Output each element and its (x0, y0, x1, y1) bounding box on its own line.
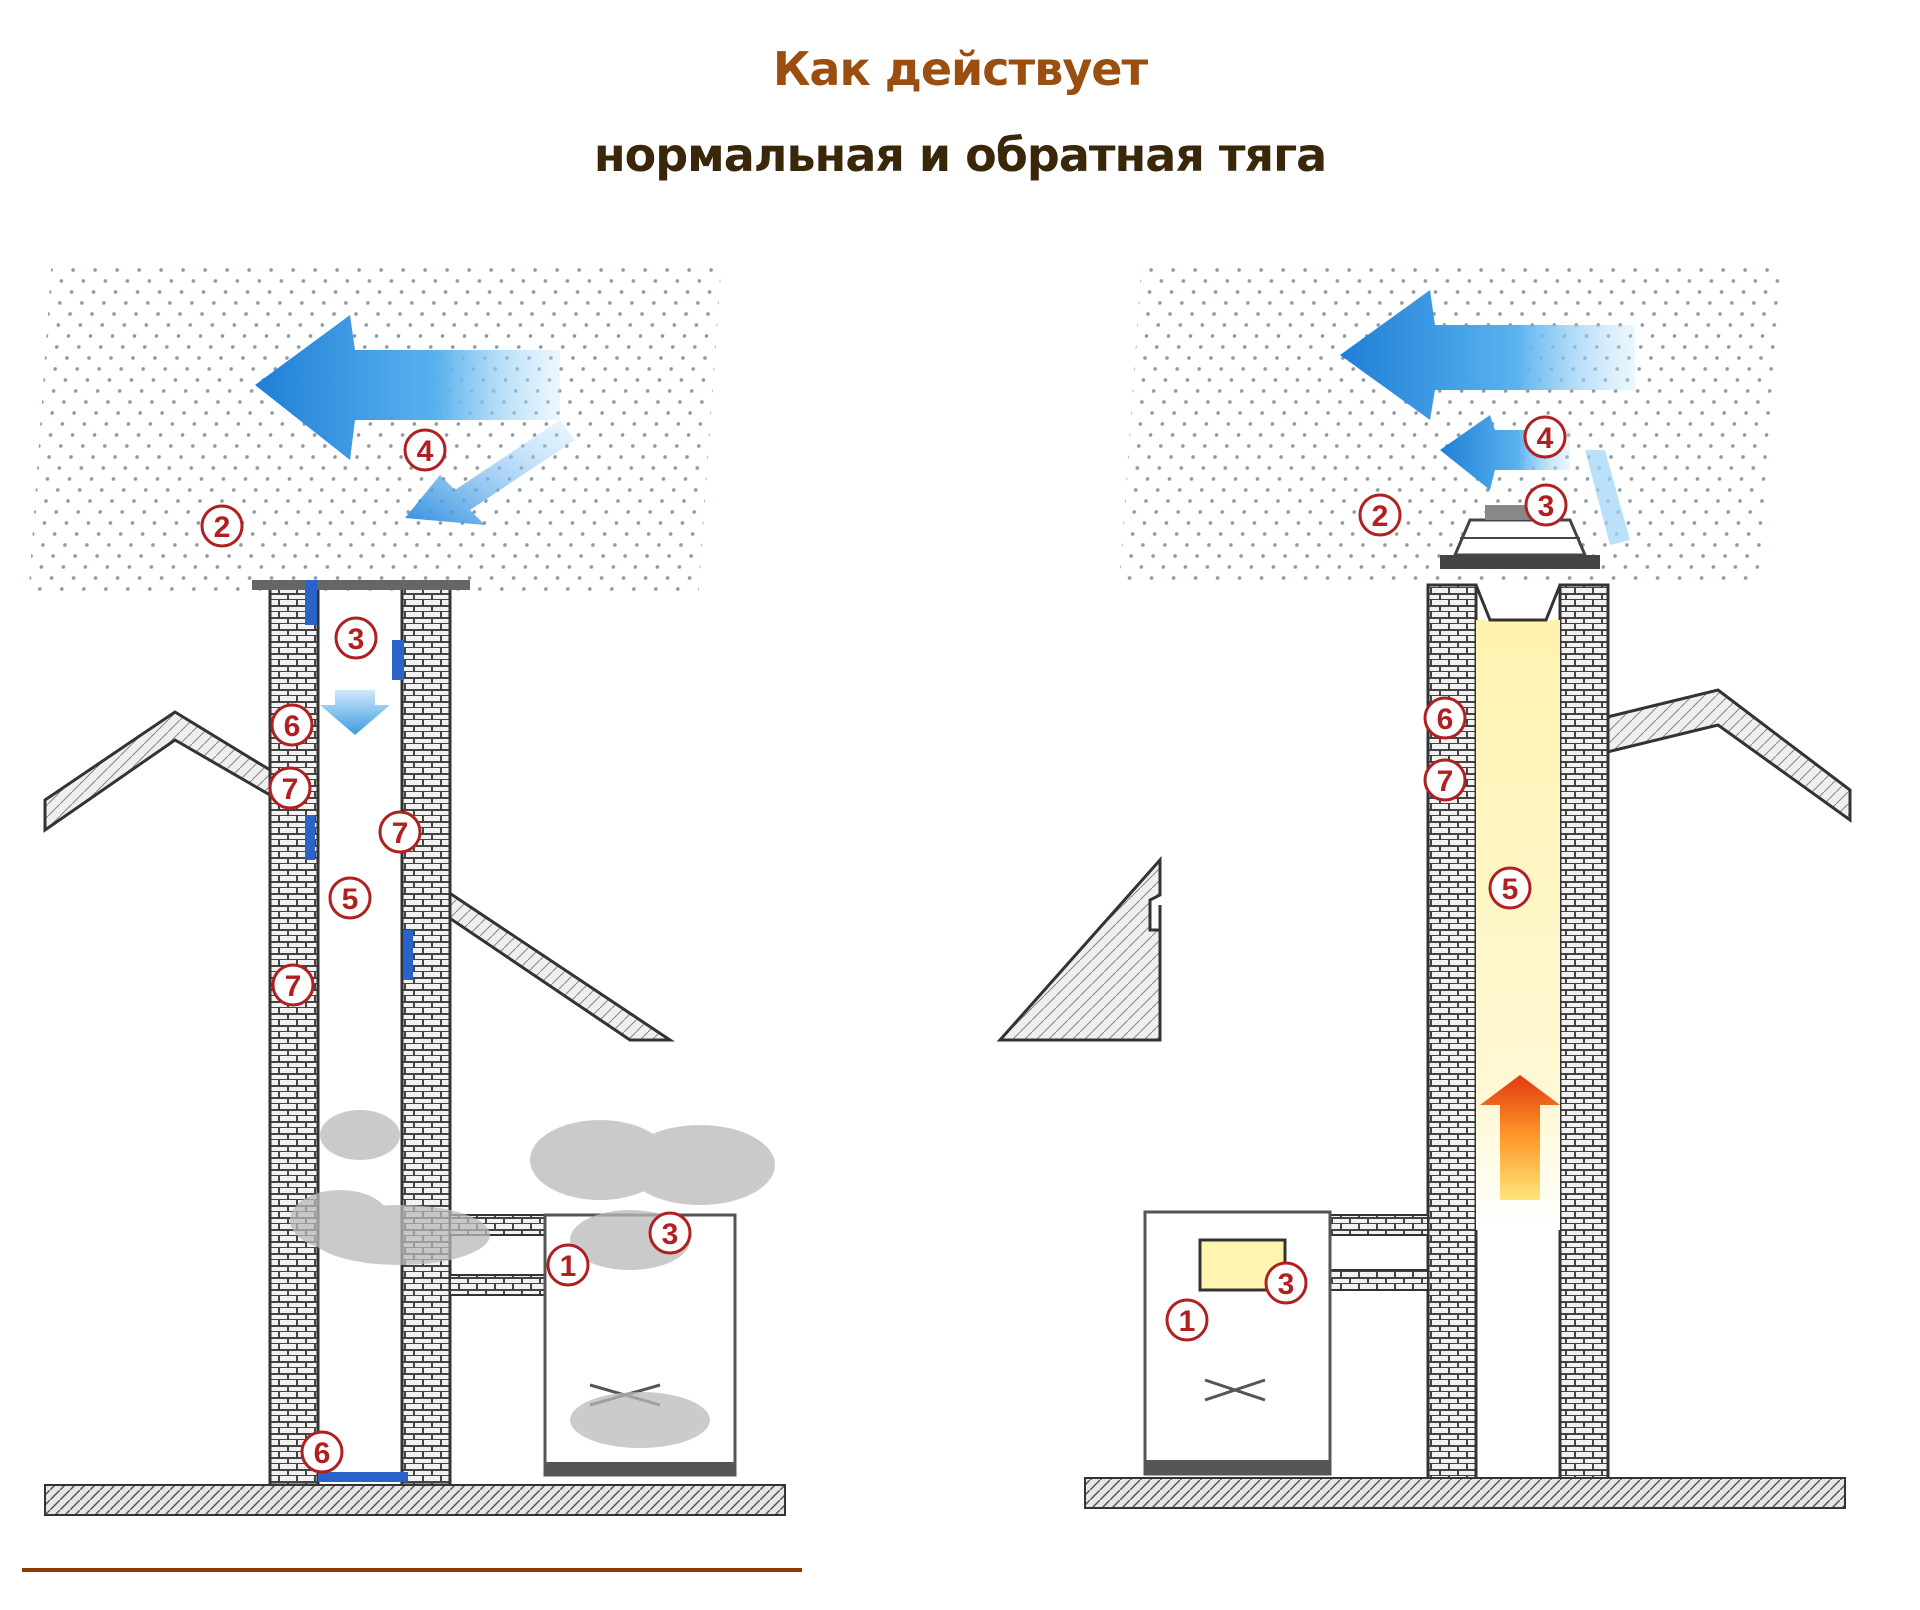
left-wind-arrow-small (405, 420, 575, 525)
marker: 3 (648, 1211, 692, 1255)
marker: 4 (403, 428, 447, 472)
right-stove-grate (1204, 1378, 1266, 1402)
marker: 6 (1423, 696, 1467, 740)
marker: 3 (1524, 483, 1568, 527)
marker: 2 (1358, 493, 1402, 537)
left-deposit (305, 815, 315, 860)
marker: 2 (200, 504, 244, 548)
svg-text:7: 7 (282, 773, 299, 806)
left-underline (22, 1568, 802, 1572)
right-chimney-wall-right (1558, 583, 1610, 1487)
right-updraft-arrow (1480, 1075, 1560, 1200)
marker: 3 (1264, 1261, 1308, 1305)
svg-text:4: 4 (417, 435, 434, 468)
right-diagram: 4 2 3 6 7 5 3 1 (996, 265, 1852, 1509)
diagram-title-line-1: Как действует (772, 42, 1148, 96)
right-wind-stream (1585, 450, 1630, 545)
left-chimney-wall-right (400, 583, 452, 1487)
marker: 7 (268, 766, 312, 810)
left-diagram: 2 4 3 6 7 7 5 7 6 1 3 (22, 265, 802, 1572)
left-roof-left (43, 710, 272, 833)
svg-text:1: 1 (560, 1250, 577, 1283)
marker: 6 (270, 703, 314, 747)
svg-text:6: 6 (1437, 703, 1454, 736)
marker: 3 (334, 616, 378, 660)
left-deposit (403, 930, 413, 980)
left-wind-arrow-large (255, 315, 560, 460)
left-ground (44, 1484, 786, 1516)
left-smoke (290, 1110, 775, 1448)
diagram-title-line-2: нормальная и обратная тяга (593, 128, 1327, 182)
marker: 5 (1488, 866, 1532, 910)
marker: 7 (271, 963, 315, 1007)
marker: 1 (546, 1243, 590, 1287)
svg-text:3: 3 (348, 623, 365, 656)
right-roof-left (996, 856, 1162, 1042)
marker: 1 (1165, 1298, 1209, 1342)
left-downdraft-arrow (320, 690, 390, 735)
right-wind-zone (1119, 265, 1782, 585)
svg-text:7: 7 (285, 970, 302, 1003)
left-deposit (305, 580, 317, 625)
svg-text:2: 2 (1372, 500, 1389, 533)
marker: 7 (378, 810, 422, 854)
left-roof-right (443, 887, 675, 1042)
right-wind-arrow-large (1340, 290, 1635, 420)
right-connector-pipe-bottom (1329, 1269, 1429, 1291)
left-deposit (318, 1472, 408, 1482)
right-stove-base (1145, 1460, 1330, 1474)
right-ground (1084, 1477, 1846, 1509)
left-deposit (392, 640, 404, 680)
svg-text:6: 6 (284, 710, 301, 743)
right-chimney-cap (1440, 555, 1600, 569)
right-connector-pipe-top (1329, 1214, 1429, 1236)
svg-text:7: 7 (1437, 765, 1454, 798)
right-chimney-throat (1474, 584, 1562, 622)
svg-text:3: 3 (1538, 490, 1555, 523)
svg-text:1: 1 (1179, 1305, 1196, 1338)
left-chimney-cap (252, 580, 470, 590)
left-connector-pipe-bottom (449, 1274, 546, 1296)
svg-text:4: 4 (1537, 422, 1554, 455)
svg-text:2: 2 (214, 511, 231, 544)
svg-text:3: 3 (1278, 1268, 1295, 1301)
marker: 7 (1423, 758, 1467, 802)
svg-text:6: 6 (314, 1437, 331, 1470)
svg-text:5: 5 (1502, 873, 1519, 906)
left-wind-zone (28, 265, 722, 595)
left-stove-base (545, 1462, 735, 1476)
svg-text:3: 3 (662, 1218, 679, 1251)
marker: 6 (300, 1430, 344, 1474)
right-roof-right (1593, 688, 1852, 823)
marker: 5 (328, 876, 372, 920)
marker: 4 (1523, 415, 1567, 459)
svg-text:5: 5 (342, 883, 359, 916)
svg-text:7: 7 (392, 817, 409, 850)
